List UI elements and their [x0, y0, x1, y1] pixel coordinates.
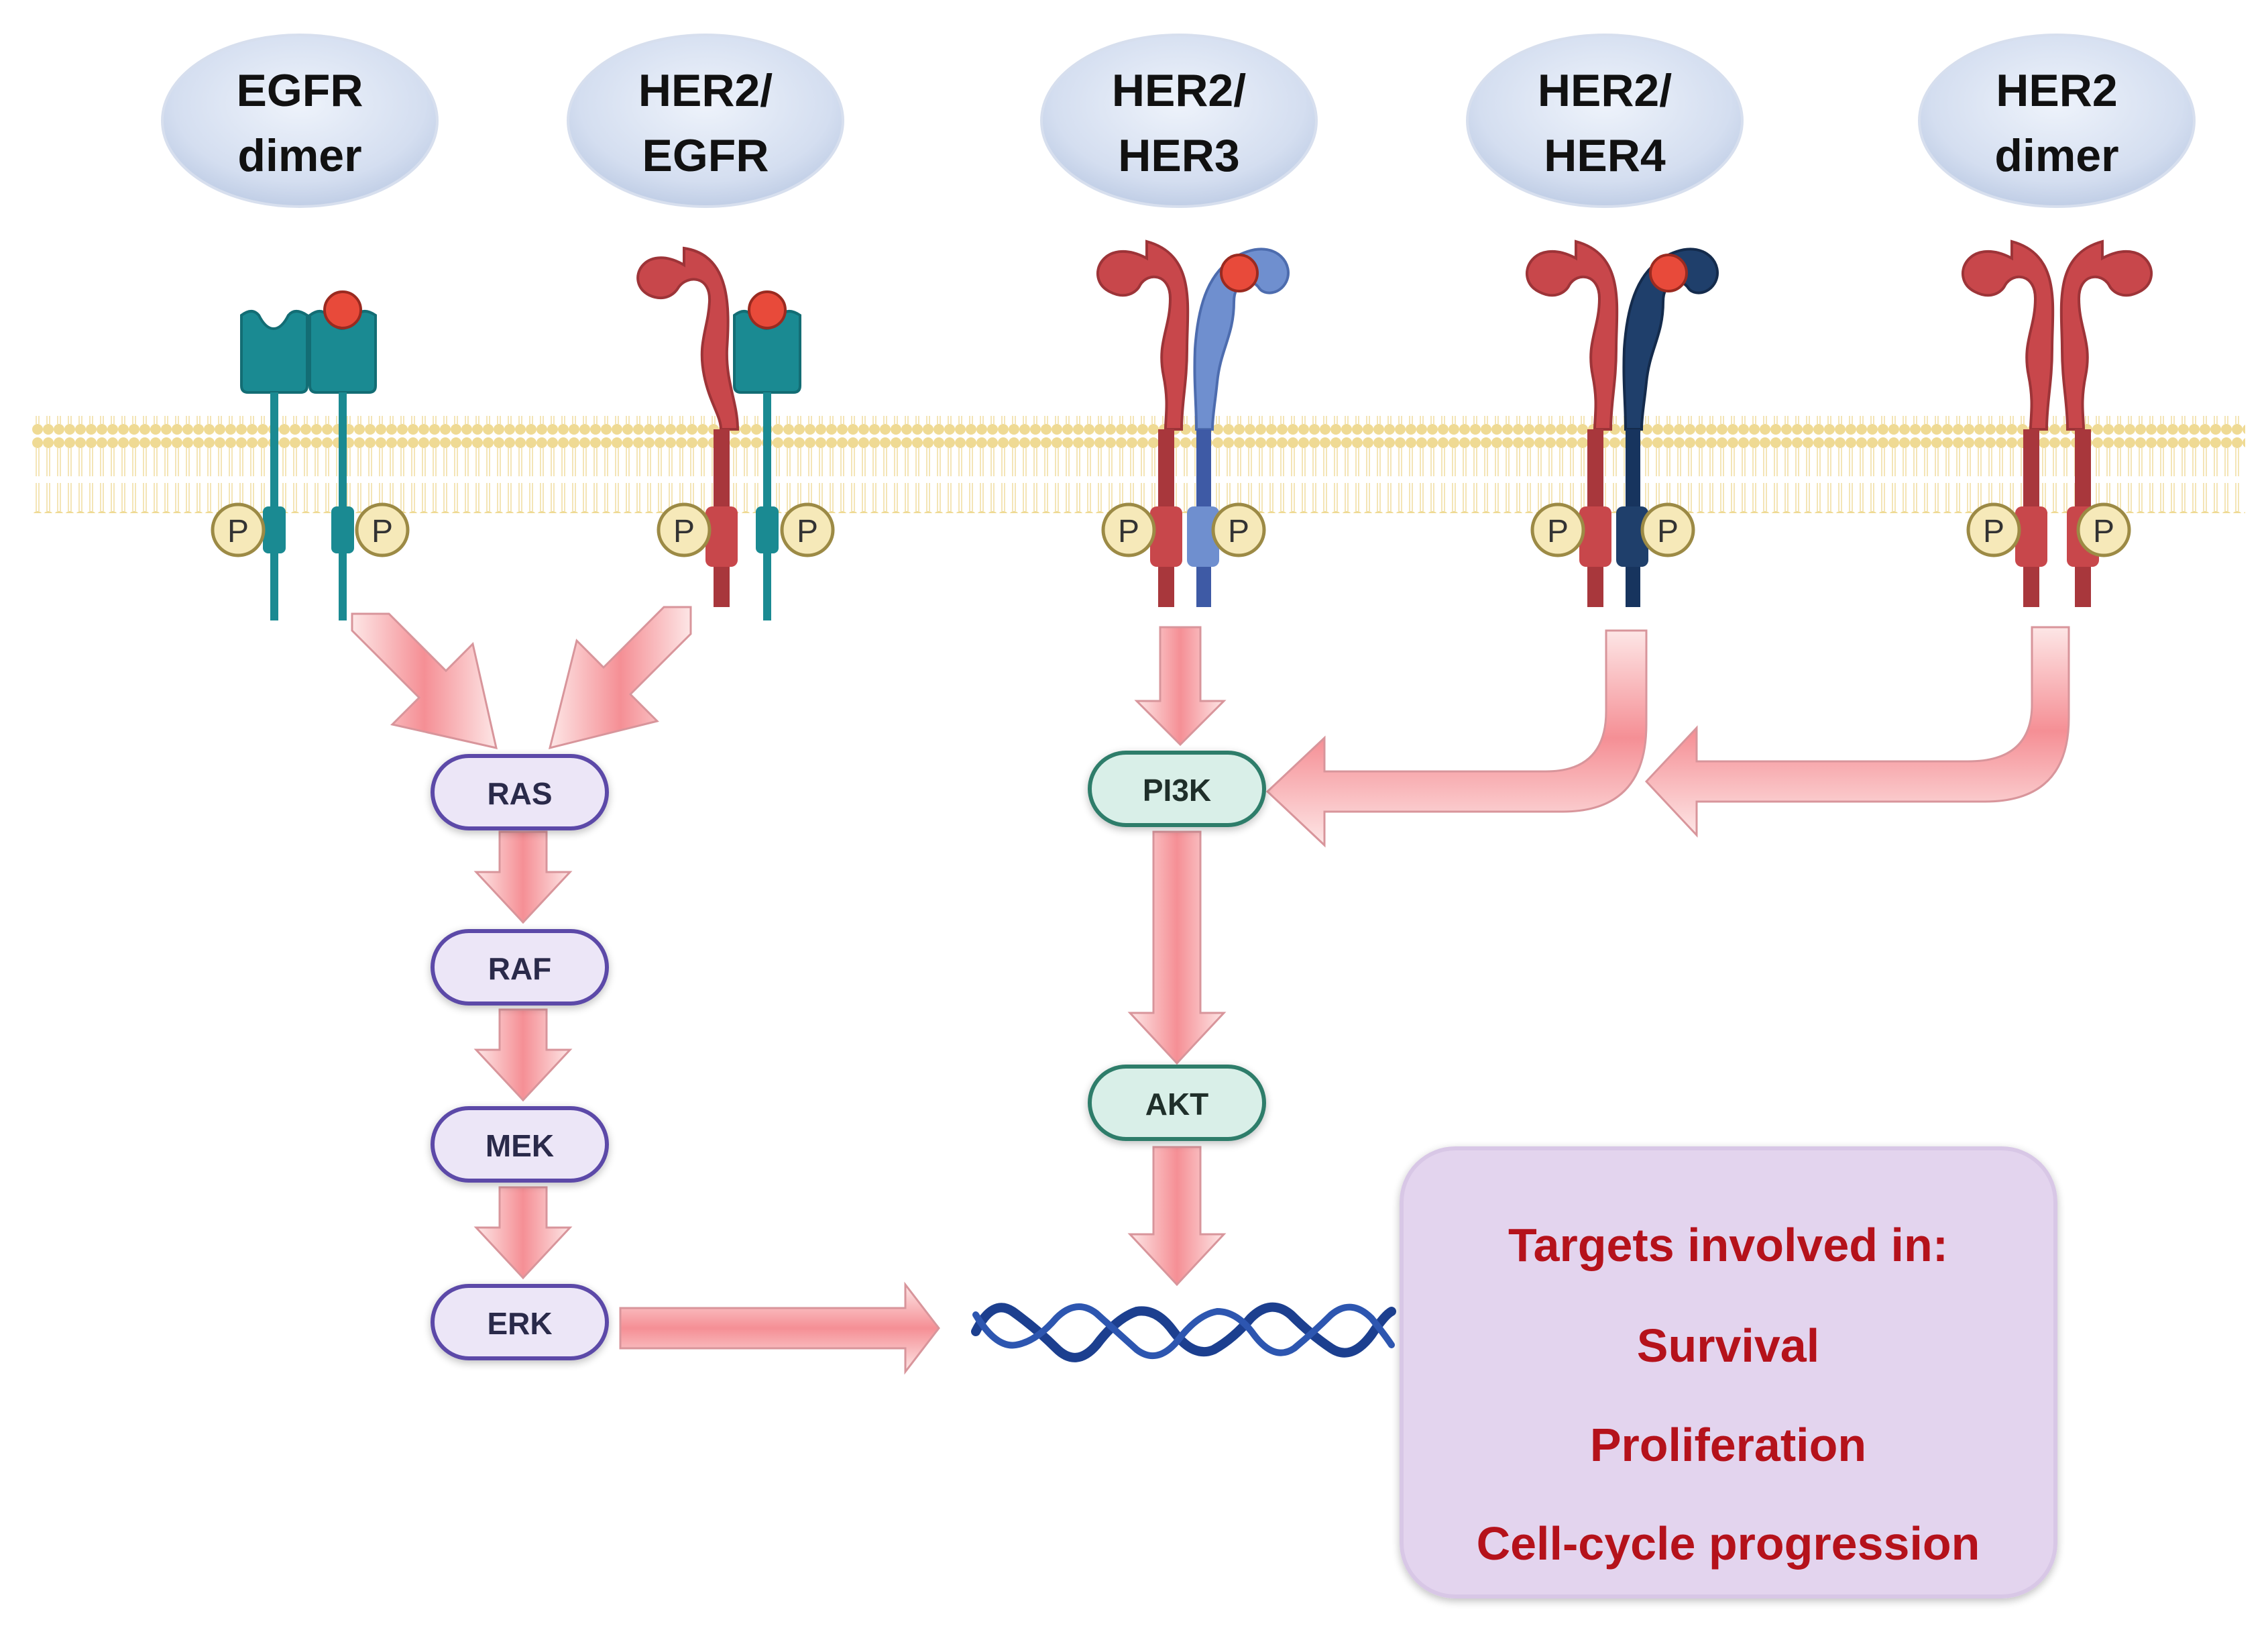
phosphate-label: P: [1983, 514, 2004, 549]
pi3k-pathway: PI3K AKT: [1088, 751, 1266, 1141]
targets-box: Targets involved in: Survival Proliferat…: [1400, 1146, 2057, 1598]
cell-membrane: [32, 416, 2245, 513]
target-item-cell-cycle: Cell-cycle progression: [1477, 1517, 1980, 1570]
ligand-icon: [1220, 254, 1259, 292]
her4-monomer: [1616, 248, 1719, 607]
arrow-ras-to-raf: [473, 830, 573, 924]
node-ras-label: RAS: [487, 776, 552, 811]
node-raf: RAF: [431, 929, 609, 1006]
arrow-akt-to-dna: [1127, 1146, 1227, 1287]
receptor-her2-her4: [1526, 239, 1719, 607]
arrow-her2dimer-to-pi3k: [1644, 626, 2070, 838]
phosphate-label: P: [227, 514, 249, 549]
ligand-icon: [748, 290, 787, 329]
phosphate-groups: P P P P P P P P P P: [211, 502, 2131, 557]
dimer-label-line1: HER2: [1996, 65, 2117, 116]
node-akt-label: AKT: [1145, 1087, 1209, 1122]
dimer-label-line1: EGFR: [237, 65, 363, 116]
her2-monomer-left: [1962, 239, 2055, 607]
phosphate-icon: P: [1101, 502, 1156, 557]
dimer-label-her2-dimer: HER2 dimer: [1918, 34, 2196, 208]
dimer-label-egfr-dimer: EGFR dimer: [161, 34, 439, 208]
arrow-egfr-to-ras: [351, 612, 498, 749]
node-pi3k-label: PI3K: [1143, 773, 1211, 808]
her2-monomer: [1526, 239, 1619, 607]
node-mek-label: MEK: [486, 1128, 554, 1163]
phosphate-icon: P: [2076, 502, 2131, 557]
her3-monomer: [1187, 248, 1290, 607]
dimer-label-line2: EGFR: [642, 130, 769, 181]
node-pi3k: PI3K: [1088, 751, 1266, 827]
node-mek: MEK: [431, 1106, 609, 1183]
arrow-raf-to-mek: [473, 1008, 573, 1102]
phosphate-icon: P: [355, 502, 410, 557]
dimer-label-her2-her4: HER2/ HER4: [1466, 34, 1744, 208]
target-item-proliferation: Proliferation: [1590, 1419, 1866, 1471]
phosphate-label: P: [1547, 514, 1569, 549]
node-erk-label: ERK: [487, 1306, 552, 1341]
pathway-arrows: [351, 606, 2070, 1375]
phosphate-label: P: [372, 514, 393, 549]
her2-monomer: [1096, 239, 1190, 607]
phosphate-label: P: [1228, 514, 1249, 549]
phosphate-label: P: [797, 514, 818, 549]
arrow-her2her3-to-pi3k: [1134, 626, 1227, 747]
phosphate-icon: P: [780, 502, 835, 557]
phosphate-icon: P: [1640, 502, 1695, 557]
phosphate-label: P: [1657, 514, 1679, 549]
phosphate-label: P: [673, 514, 695, 549]
phosphate-label: P: [2093, 514, 2114, 549]
dimer-label-line2: dimer: [1994, 130, 2118, 181]
dimer-label-line2: HER4: [1544, 130, 1666, 181]
dimer-label-her2-her3: HER2/ HER3: [1040, 34, 1318, 208]
phosphate-icon: P: [657, 502, 712, 557]
phosphate-icon: P: [1211, 502, 1266, 557]
dimer-label-her2-egfr: HER2/ EGFR: [567, 34, 844, 208]
ligand-icon: [323, 290, 362, 329]
node-raf-label: RAF: [488, 951, 552, 986]
phosphate-icon: P: [1966, 502, 2021, 557]
receptor-her2-her3: [1096, 239, 1290, 607]
arrow-her2her4-to-pi3k: [1265, 629, 1648, 848]
egfr-monomer-right: [308, 310, 377, 620]
arrow-her2egfr-to-ras: [548, 606, 692, 750]
receptors: [240, 239, 2153, 620]
dimer-label-line2: dimer: [237, 130, 361, 181]
mapk-pathway: RAS RAF MEK ERK: [431, 754, 609, 1360]
dimer-label-line2: HER3: [1118, 130, 1239, 181]
node-erk: ERK: [431, 1284, 609, 1360]
dna-helix-icon: [971, 1302, 1396, 1362]
dimer-label-line1: HER2/: [1112, 65, 1246, 116]
targets-heading: Targets involved in:: [1508, 1219, 1948, 1271]
ligand-icon: [1649, 254, 1688, 292]
her2-monomer: [636, 246, 740, 607]
receptor-egfr-dimer: [240, 290, 377, 620]
dimer-label-line1: HER2/: [1538, 65, 1672, 116]
arrow-erk-to-dna: [619, 1281, 940, 1375]
target-item-survival: Survival: [1637, 1319, 1819, 1372]
dimer-labels: EGFR dimer HER2/ EGFR HER2/ HER3 HER2/ H…: [161, 34, 2196, 208]
dimer-label-line1: HER2/: [638, 65, 773, 116]
phosphate-icon: P: [1530, 502, 1585, 557]
egfr-monomer-left: [240, 310, 308, 620]
arrow-pi3k-to-akt: [1127, 830, 1227, 1065]
phosphate-icon: P: [211, 502, 266, 557]
arrow-mek-to-erk: [473, 1186, 573, 1280]
node-akt: AKT: [1088, 1065, 1266, 1141]
receptor-her2-egfr: [636, 246, 801, 620]
node-ras: RAS: [431, 754, 609, 830]
phosphate-label: P: [1118, 514, 1139, 549]
